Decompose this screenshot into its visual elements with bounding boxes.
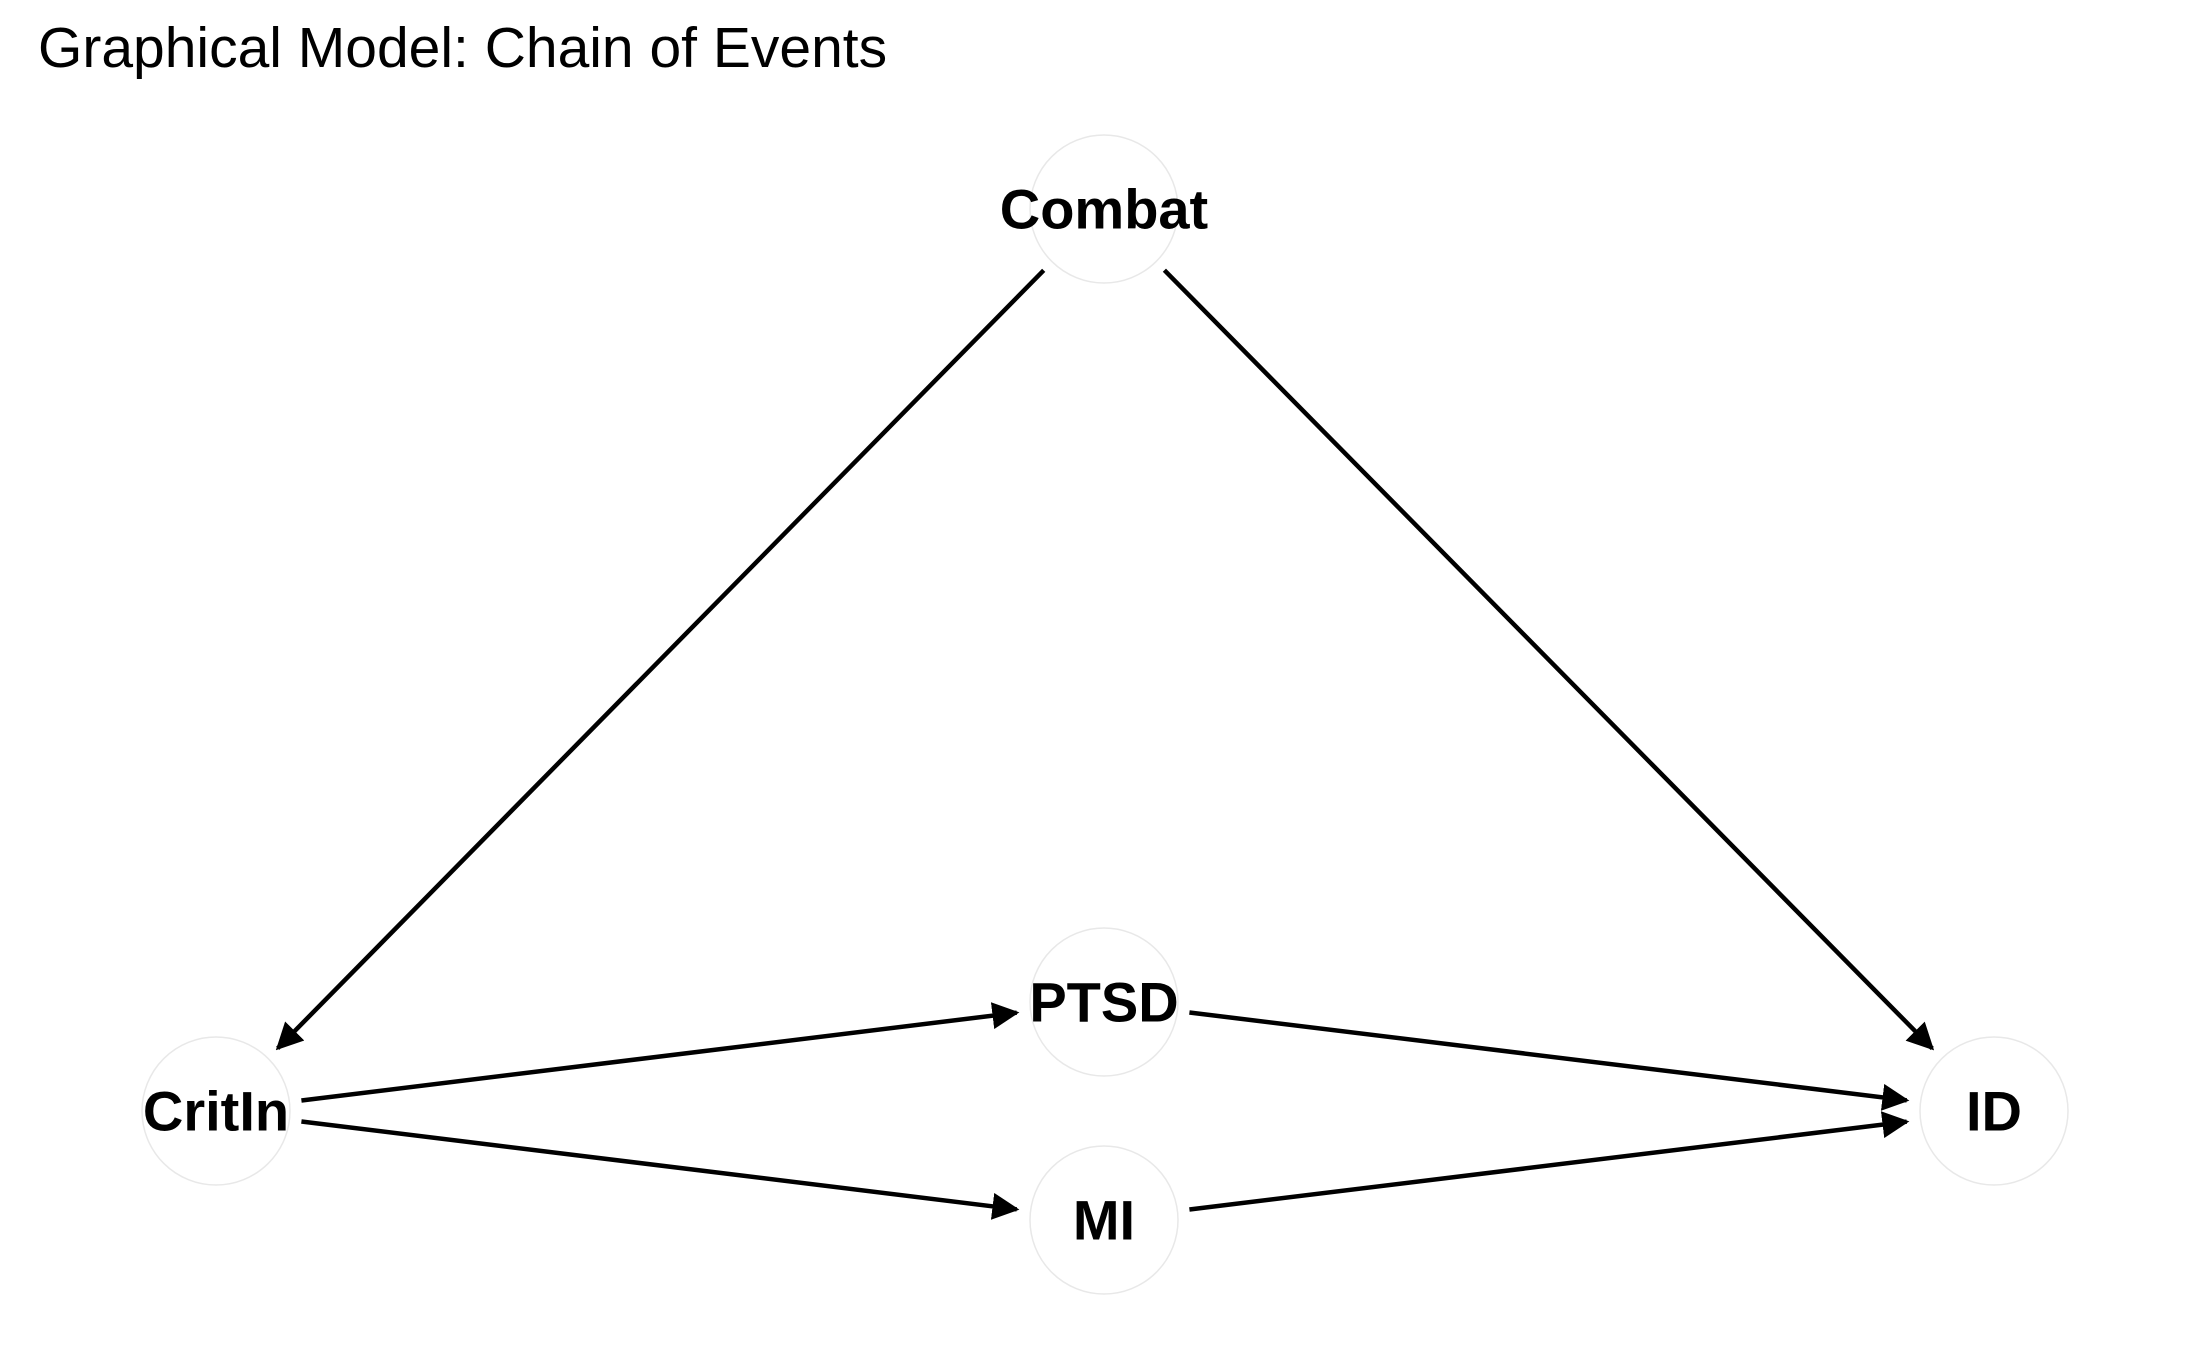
node-circle-id: [1919, 1036, 2069, 1186]
edges-layer: [275, 268, 1935, 1220]
node-circle-mi: [1029, 1145, 1179, 1295]
diagram-title: Graphical Model: Chain of Events: [38, 16, 887, 80]
edge-critin-to-ptsd: [301, 1002, 1020, 1103]
edge-ptsd-to-id: [1189, 1010, 1910, 1111]
node-id: ID: [1919, 1036, 2069, 1186]
node-circle-critin: [141, 1036, 291, 1186]
node-combat: Combat: [1000, 134, 1208, 284]
node-label-id: ID: [1966, 1080, 2022, 1143]
node-label-ptsd: PTSD: [1029, 971, 1178, 1034]
node-circle-combat: [1029, 134, 1179, 284]
node-mi: MI: [1029, 1145, 1179, 1295]
node-label-critin: CritIn: [143, 1080, 289, 1143]
node-critin: CritIn: [141, 1036, 291, 1186]
node-ptsd: PTSD: [1029, 927, 1179, 1077]
node-circle-ptsd: [1029, 927, 1179, 1077]
edge-critin-to-mi: [301, 1119, 1020, 1220]
edge-combat-to-critin: [275, 268, 1046, 1051]
edge-mi-to-id: [1189, 1111, 1910, 1212]
node-label-mi: MI: [1073, 1189, 1135, 1252]
edge-combat-to-id: [1162, 268, 1935, 1051]
node-label-combat: Combat: [1000, 178, 1208, 241]
